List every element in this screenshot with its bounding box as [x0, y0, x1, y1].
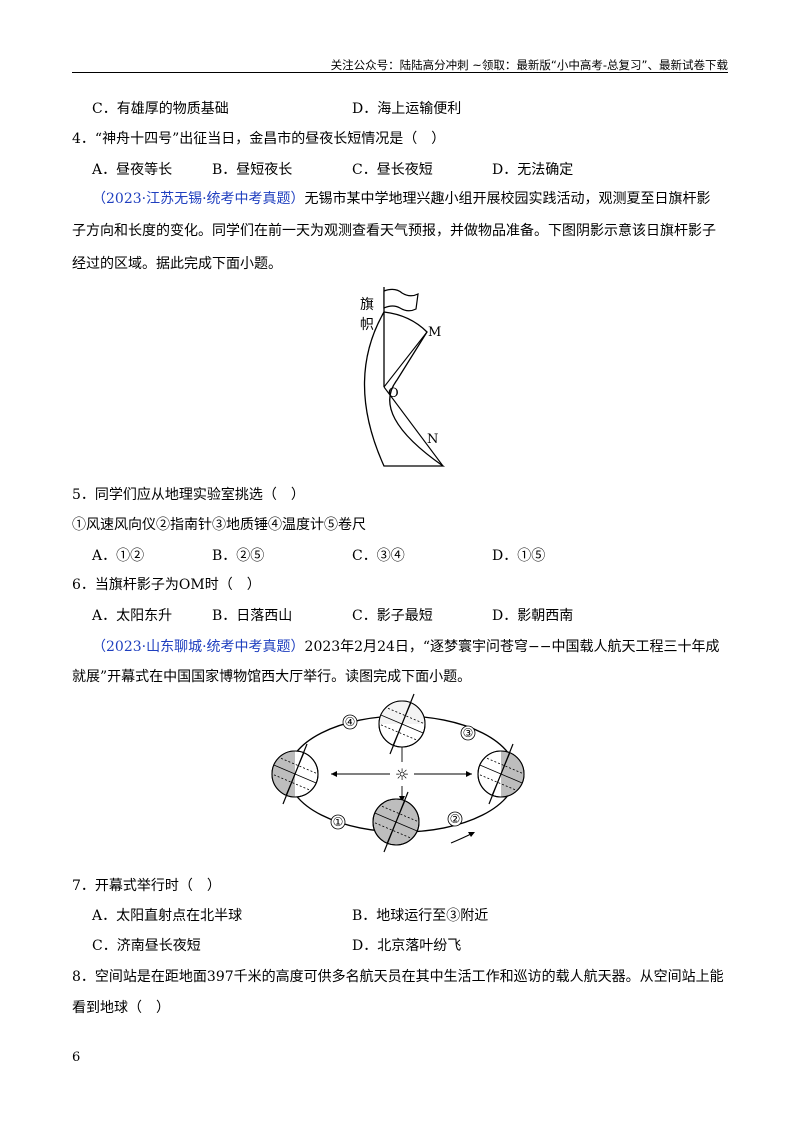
q7-option-c: C．济南昼长夜短 — [92, 938, 201, 954]
q5-option-a: A．①② — [92, 548, 145, 564]
label-position-3: ③ — [463, 726, 474, 740]
q6-option-d: D．影朝西南 — [492, 608, 574, 624]
sun-icon: ☼ — [395, 765, 409, 784]
q5-option-b: B．②⑤ — [212, 548, 265, 564]
q4-option-a: A．昼夜等长 — [92, 162, 173, 178]
passage2-line2: 就展”开幕式在中国国家博物馆西大厅举行。读图完成下面小题。 — [72, 669, 472, 685]
page-header: 关注公众号：陆陆高分冲刺 ~领取：最新版“小中高考-总复习”、最新试卷下载 — [330, 58, 728, 72]
q4-option-c: C．昼长夜短 — [352, 162, 433, 178]
earth-left — [270, 743, 320, 805]
label-position-4: ④ — [345, 715, 356, 729]
label-position-2: ② — [450, 812, 461, 826]
earth-orbit-figure: ☼ — [270, 693, 526, 853]
flag-label-2: 帜 — [360, 317, 374, 333]
q3-option-d: D．海上运输便利 — [352, 101, 462, 117]
passage1-line1: （2023·江苏无锡·统考中考真题）无锡市某中学地理兴趣小组开展校园实践活动，观… — [92, 188, 711, 208]
q7-option-d: D．北京落叶纷飞 — [352, 938, 462, 954]
passage1-line3: 经过的区域。据此完成下面小题。 — [72, 256, 282, 272]
earth-bottom — [371, 791, 421, 853]
q7-option-a: A．太阳直射点在北半球 — [92, 908, 243, 924]
earth-top — [377, 693, 427, 755]
passage1-line2: 子方向和长度的变化。同学们在前一天为观测查看天气预报，并做物品准备。下图阴影示意… — [72, 223, 716, 239]
flag-label-1: 旗 — [360, 297, 374, 313]
passage2-line1: （2023·山东聊城·统考中考真题）2023年2月24日，“逐梦寰宇问苍穹−−中… — [92, 636, 720, 656]
page-number: 6 — [72, 1050, 81, 1065]
q7-stem: 7．开幕式举行时（ ） — [72, 878, 221, 894]
q8-line1: 8．空间站是在距地面397千米的高度可供多名航天员在其中生活工作和巡访的载人航天… — [72, 969, 724, 985]
q4-option-d: D．无法确定 — [492, 162, 574, 178]
label-o: O — [388, 386, 399, 401]
q6-option-b: B．日落西山 — [212, 608, 293, 624]
q3-option-c: C．有雄厚的物质基础 — [92, 101, 229, 117]
label-m: M — [428, 325, 441, 340]
position-labels: ① ② ③ ④ — [330, 714, 476, 830]
q8-line2: 看到地球（ ） — [72, 1000, 170, 1016]
label-n: N — [427, 432, 438, 447]
q5-stem: 5．同学们应从地理实验室挑选（ ） — [72, 487, 305, 503]
passage2-source: （2023·山东聊城·统考中考真题） — [92, 639, 305, 655]
passage2-text1: 2023年2月24日，“逐梦寰宇问苍穹−−中国载人航天工程三十年成 — [304, 639, 720, 655]
q7-option-b: B．地球运行至③附近 — [352, 908, 489, 924]
q5-option-c: C．③④ — [352, 548, 405, 564]
label-position-1: ① — [333, 815, 344, 829]
q5-option-d: D．①⑤ — [492, 548, 546, 564]
q6-option-c: C．影子最短 — [352, 608, 433, 624]
q4-stem: 4．“神舟十四号”出征当日，金昌市的昼夜长短情况是（ ） — [72, 131, 446, 147]
earth-right — [476, 743, 526, 805]
q6-stem: 6．当旗杆影子为OM时（ ） — [72, 577, 261, 593]
q4-option-b: B．昼短夜长 — [212, 162, 293, 178]
passage1-text1: 无锡市某中学地理兴趣小组开展校园实践活动，观测夏至日旗杆影 — [304, 191, 711, 207]
flagpole-shadow-figure: 旗 帜 M O N — [360, 287, 446, 467]
q5-items: ①风速风向仪②指南针③地质锤④温度计⑤卷尺 — [72, 517, 366, 533]
header-rule — [72, 72, 728, 73]
q6-option-a: A．太阳东升 — [92, 608, 173, 624]
passage1-source: （2023·江苏无锡·统考中考真题） — [92, 191, 305, 207]
